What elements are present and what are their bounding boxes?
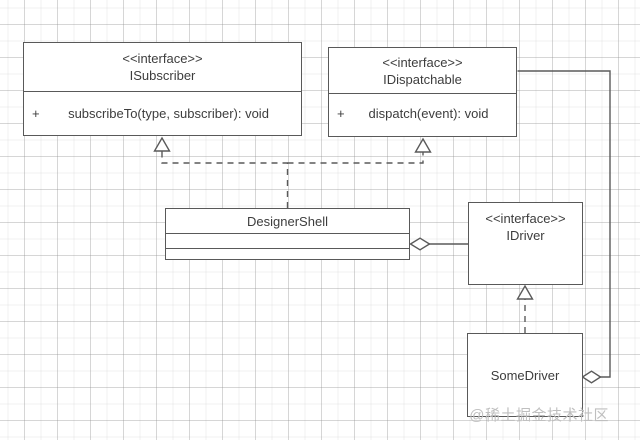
- realization-arrowhead-isubscriber: [153, 136, 171, 152]
- idispatchable-method-row: + dispatch(event): void: [329, 94, 516, 133]
- watermark: @稀土掘金技术社区: [469, 407, 609, 424]
- idriver-stereotype: <<interface>>: [485, 211, 566, 226]
- idispatchable-method-visibility: +: [337, 106, 345, 121]
- isubscriber-method: subscribeTo(type, subscriber): void: [68, 105, 269, 121]
- designershell-attributes-compartment: [166, 234, 409, 249]
- class-box-isubscriber: <<interface>> ISubscriber + subscribeTo(…: [23, 42, 302, 136]
- realization-arrowhead-idispatchable: [414, 137, 432, 153]
- realization-edge-designershell-idispatchable: [287, 152, 424, 164]
- class-box-designershell: DesignerShell: [165, 208, 410, 260]
- class-box-idispatchable: <<interface>> IDispatchable + dispatch(e…: [328, 47, 517, 137]
- isubscriber-name: ISubscriber: [129, 68, 196, 83]
- idriver-name: IDriver: [506, 228, 545, 243]
- isubscriber-header: <<interface>> ISubscriber: [24, 43, 301, 92]
- idispatchable-method: dispatch(event): void: [368, 106, 489, 121]
- designershell-methods-compartment: [166, 249, 409, 258]
- designershell-name: DesignerShell: [166, 209, 409, 234]
- class-box-idriver: <<interface>> IDriver: [468, 202, 583, 285]
- idriver-header: <<interface>> IDriver: [469, 210, 582, 244]
- aggregation-diamond-somedriver: [581, 370, 602, 384]
- somedriver-name: SomeDriver: [490, 367, 560, 383]
- isubscriber-method-visibility: +: [32, 105, 40, 121]
- realization-arrowhead-idriver: [516, 284, 534, 300]
- aggregation-edge-somedriver-idispatchable: [517, 70, 611, 378]
- idispatchable-stereotype: <<interface>>: [382, 54, 463, 70]
- aggregation-diamond-designershell: [409, 237, 431, 251]
- isubscriber-stereotype: <<interface>>: [122, 51, 203, 66]
- idispatchable-name: IDispatchable: [383, 71, 462, 87]
- class-box-somedriver: SomeDriver: [467, 333, 583, 417]
- realization-edge-designershell-isubscriber: [161, 151, 289, 208]
- idispatchable-header: <<interface>> IDispatchable: [329, 48, 516, 94]
- isubscriber-method-row: + subscribeTo(type, subscriber): void: [24, 92, 301, 134]
